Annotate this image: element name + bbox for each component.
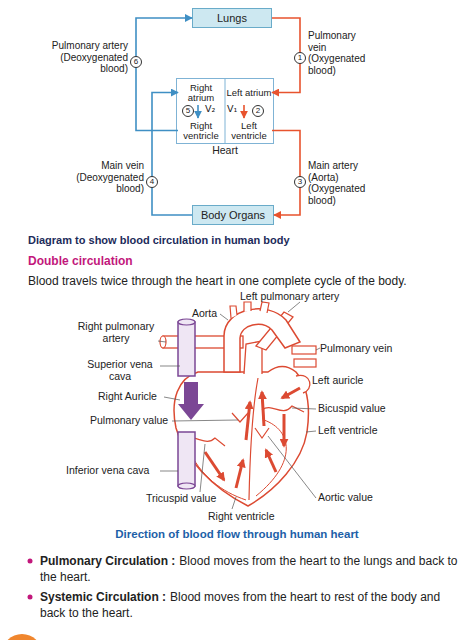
leader-line xyxy=(160,471,178,472)
organ-box: Body Organs xyxy=(192,205,274,225)
part-label: Aorta xyxy=(192,307,217,319)
leader-line xyxy=(292,408,316,409)
edge-label: Pulmonary vein (Oxygenated blood) xyxy=(308,30,374,76)
flow-arrow xyxy=(178,382,204,420)
flow-arrow xyxy=(246,402,250,440)
blood-vessel-connector xyxy=(152,93,192,216)
flow-arrow xyxy=(262,392,264,426)
part-label: Aortic value xyxy=(318,491,373,503)
blood-vessel-connector xyxy=(197,105,199,118)
chamber-box: Right atrium xyxy=(178,80,224,105)
figure-caption: Direction of blood flow through human he… xyxy=(0,528,474,541)
pulmonary-vein xyxy=(292,346,316,354)
callout-number: 1 xyxy=(294,52,306,64)
pulmonary-vein xyxy=(294,359,316,367)
leader-line xyxy=(268,436,316,498)
chamber-label: Left ventricle xyxy=(226,121,272,141)
flow-arrow xyxy=(282,388,300,398)
callout-number: 5 xyxy=(182,105,194,117)
bullet-dot xyxy=(28,595,33,600)
leader-line xyxy=(306,431,316,432)
leader-line xyxy=(164,397,180,400)
part-label: Inferior vena cava xyxy=(66,464,149,476)
valve-label: V₂ xyxy=(205,104,215,115)
leader-line xyxy=(172,420,238,421)
aorta xyxy=(224,309,300,372)
blood-vessel-connector xyxy=(243,105,245,118)
aortic-branch xyxy=(260,302,269,313)
bullet-heading: Pulmonary Circulation : xyxy=(40,554,175,568)
chamber-box: Left ventricle xyxy=(226,118,272,143)
chamber-label: Left atrium xyxy=(227,88,272,98)
flow-arrow xyxy=(205,452,224,480)
leader-line xyxy=(158,341,166,342)
part-label: Left ventricle xyxy=(318,424,378,436)
blood-vessel-connector xyxy=(272,18,300,93)
bullet-dot xyxy=(28,559,33,564)
aortic-branch xyxy=(230,306,237,318)
part-label: Pulmonary value xyxy=(90,414,168,426)
leader-line xyxy=(288,302,300,312)
callout-number: 6 xyxy=(130,56,142,68)
aortic-valve xyxy=(255,428,269,438)
chamber-label: Right ventricle xyxy=(178,121,224,141)
edge-label: Main vein (Deoxygenated blood) xyxy=(64,160,144,195)
pulmonary-valve xyxy=(232,413,248,422)
part-label: Left auricle xyxy=(312,374,363,386)
chamber-label: Right atrium xyxy=(178,83,224,103)
valve-label: V₁ xyxy=(227,104,237,115)
part-label: Bicuspid value xyxy=(318,402,386,414)
bullet-paragraph: Pulmonary Circulation :Blood moves from … xyxy=(40,553,468,585)
box-label: Body Organs xyxy=(201,209,265,221)
chamber-box: Right ventricle xyxy=(178,118,224,143)
part-label: Tricuspid value xyxy=(146,492,216,504)
chamber-box: Left atrium xyxy=(226,80,272,105)
page-badge xyxy=(2,634,42,640)
bicuspid-valve xyxy=(262,406,304,412)
part-label: Right ventricle xyxy=(208,510,275,522)
flow-arrow xyxy=(283,414,286,446)
flow-arrow xyxy=(266,450,276,472)
organ-box: Lungs xyxy=(192,8,272,28)
body-text: Blood travels twice through the heart in… xyxy=(28,275,474,289)
leader-line xyxy=(160,366,180,367)
leader-line xyxy=(316,348,320,350)
part-label: Superior vena cava xyxy=(80,358,160,382)
leader-line xyxy=(220,314,228,320)
leader-line xyxy=(200,444,205,492)
inferior-vena-cava xyxy=(178,432,195,486)
callout-number: 2 xyxy=(252,105,264,117)
heart-label: Heart xyxy=(177,144,273,156)
edge-label: Pulmonary artery (Deoxygenated blood) xyxy=(50,40,128,75)
part-label: Pulmonary vein xyxy=(320,342,392,354)
heart-outline xyxy=(174,367,308,506)
bullet-heading: Systemic Circulation : xyxy=(40,590,166,604)
callout-number: 4 xyxy=(146,176,158,188)
figure-caption: Diagram to show blood circulation in hum… xyxy=(28,234,290,247)
section-heading: Double circulation xyxy=(28,255,133,269)
leader-line xyxy=(232,497,236,509)
superior-vena-cava xyxy=(178,322,195,376)
chamber-divider xyxy=(225,79,226,143)
part-label: Right pulmonary artery xyxy=(74,320,158,344)
edge-label: Main artery (Aorta) (Oxygenated blood) xyxy=(308,160,378,206)
box-label: Lungs xyxy=(217,12,247,24)
vessel-end xyxy=(178,319,195,325)
blood-vessel-connector xyxy=(272,131,300,216)
vessel-end xyxy=(178,483,195,489)
part-label: Right Auricle xyxy=(98,390,157,402)
aortic-branch xyxy=(244,302,251,312)
part-label: Left pulmonary artery xyxy=(240,290,339,302)
septum xyxy=(249,378,258,500)
bullet-paragraph: Systemic Circulation :Blood moves from t… xyxy=(40,589,468,621)
ventricle-wall xyxy=(256,420,286,496)
flow-arrow xyxy=(236,460,243,488)
callout-number: 3 xyxy=(294,176,306,188)
blood-vessel-connector xyxy=(136,18,192,131)
